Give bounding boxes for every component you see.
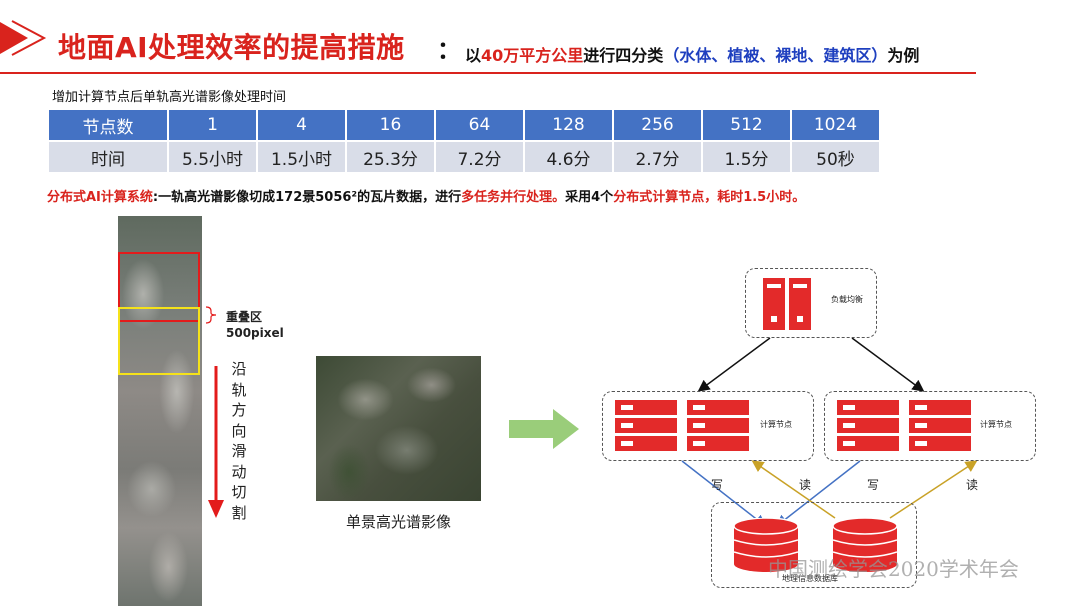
description-emphasis: 多任务并行处理。 (461, 190, 566, 205)
hyperspectral-strip-image (118, 216, 202, 606)
time-cell: 25.3分 (345, 140, 436, 174)
right-arrow-icon (509, 409, 579, 449)
server-blade-icon (615, 436, 677, 451)
overlap-title: 重叠区 (226, 310, 263, 324)
header-divider (0, 72, 976, 74)
tile-frame-yellow (118, 307, 200, 375)
read-label: 读 (799, 478, 812, 492)
node-count-cell: 4 (256, 108, 347, 142)
subtitle-area: 40万平方公里 (481, 46, 584, 65)
node-count-cell: 512 (701, 108, 792, 142)
page-title: 地面AI处理效率的提高措施 (58, 31, 405, 64)
slide-char: 动 (231, 462, 247, 481)
slide-char: 割 (231, 503, 247, 522)
load-balancer-box (745, 268, 877, 338)
overlap-size: 500pixel (226, 326, 284, 340)
slide-char: 轨 (231, 380, 247, 399)
time-cell: 50秒 (790, 140, 881, 174)
slide-char: 方 (231, 401, 247, 419)
server-blade-icon (687, 436, 749, 451)
conference-watermark: 中国测绘学会2020学术年会 (768, 557, 1019, 581)
system-description: 分布式AI计算系统:一轨高光谱影像切成172景5056²的瓦片数据，进行多任务并… (47, 186, 805, 205)
time-header: 时间 (47, 140, 169, 174)
server-blade-icon (909, 400, 971, 415)
table-caption: 增加计算节点后单轨高光谱影像处理时间 (52, 90, 287, 105)
server-blade-icon (837, 436, 899, 451)
tile-frame-red (118, 252, 200, 322)
slide-direction-text: 沿 轨 方 向 滑 动 切 割 (230, 359, 248, 523)
table-row: 时间 5.5小时 1.5小时 25.3分 7.2分 4.6分 2.7分 1.5分… (47, 140, 881, 174)
server-blade-icon (615, 418, 677, 433)
server-blade-icon (615, 400, 677, 415)
node-count-cell: 256 (612, 108, 703, 142)
slide-char: 向 (231, 421, 247, 440)
subtitle-prefix: 以 (465, 46, 482, 65)
compute-node-box (602, 391, 814, 461)
time-cell: 4.6分 (523, 140, 614, 174)
server-blade-icon (837, 400, 899, 415)
page-subtitle: 以40万平方公里进行四分类（水体、植被、裸地、建筑区）为例 (465, 42, 919, 66)
description-text: :一轨高光谱影像切成172景5056²的瓦片数据，进行 (152, 190, 462, 205)
slide-char: 切 (231, 483, 247, 501)
write-label: 写 (711, 478, 724, 492)
database-icon (833, 518, 897, 572)
node-count-header: 节点数 (47, 108, 169, 142)
overlap-label: 重叠区 500pixel (226, 309, 284, 341)
server-blade-icon (687, 418, 749, 433)
compute-node-label: 计算节点 (760, 420, 792, 429)
load-balancer-label: 负载均衡 (831, 295, 863, 304)
chevron-logo-icon (0, 20, 47, 56)
slide-char: 滑 (231, 442, 247, 460)
node-count-cell: 64 (434, 108, 525, 142)
description-label: 分布式AI计算系统 (47, 190, 153, 205)
server-rack-icon (763, 278, 811, 330)
server-blade-icon (909, 418, 971, 433)
read-label: 读 (966, 478, 979, 492)
table-header-row: 节点数 1 4 16 64 128 256 512 1024 (47, 108, 881, 142)
time-cell: 7.2分 (434, 140, 525, 174)
time-cell: 5.5小时 (167, 140, 258, 174)
database-icon (734, 518, 798, 572)
processing-time-table: 节点数 1 4 16 64 128 256 512 1024 时间 5.5小时 … (47, 108, 881, 174)
database-label: 地理信息数据库 (782, 574, 838, 583)
compute-node-label: 计算节点 (980, 420, 1012, 429)
time-cell: 2.7分 (612, 140, 703, 174)
node-count-cell: 128 (523, 108, 614, 142)
title-colon: ： (437, 36, 461, 64)
compute-node-box (824, 391, 1036, 461)
server-blade-icon (687, 400, 749, 415)
slide-char: 沿 (231, 360, 247, 378)
node-count-cell: 1 (167, 108, 258, 142)
description-emphasis: 分布式计算节点，耗时1.5小时。 (613, 190, 806, 205)
description-text: 采用4个 (565, 190, 614, 205)
node-count-cell: 1024 (790, 108, 881, 142)
single-scene-image (316, 356, 481, 501)
server-blade-icon (909, 436, 971, 451)
subtitle-classes: （水体、植被、裸地、建筑区） (663, 46, 888, 65)
server-blade-icon (837, 418, 899, 433)
time-cell: 1.5小时 (256, 140, 347, 174)
time-cell: 1.5分 (701, 140, 792, 174)
database-box (711, 502, 917, 588)
subtitle-suffix: 为例 (887, 46, 920, 65)
overlap-brace-icon (205, 306, 217, 324)
write-label: 写 (867, 478, 880, 492)
scene-caption: 单景高光谱影像 (346, 513, 452, 531)
node-count-cell: 16 (345, 108, 436, 142)
down-arrow-icon (208, 366, 224, 518)
subtitle-mid: 进行四分类 (583, 46, 664, 65)
